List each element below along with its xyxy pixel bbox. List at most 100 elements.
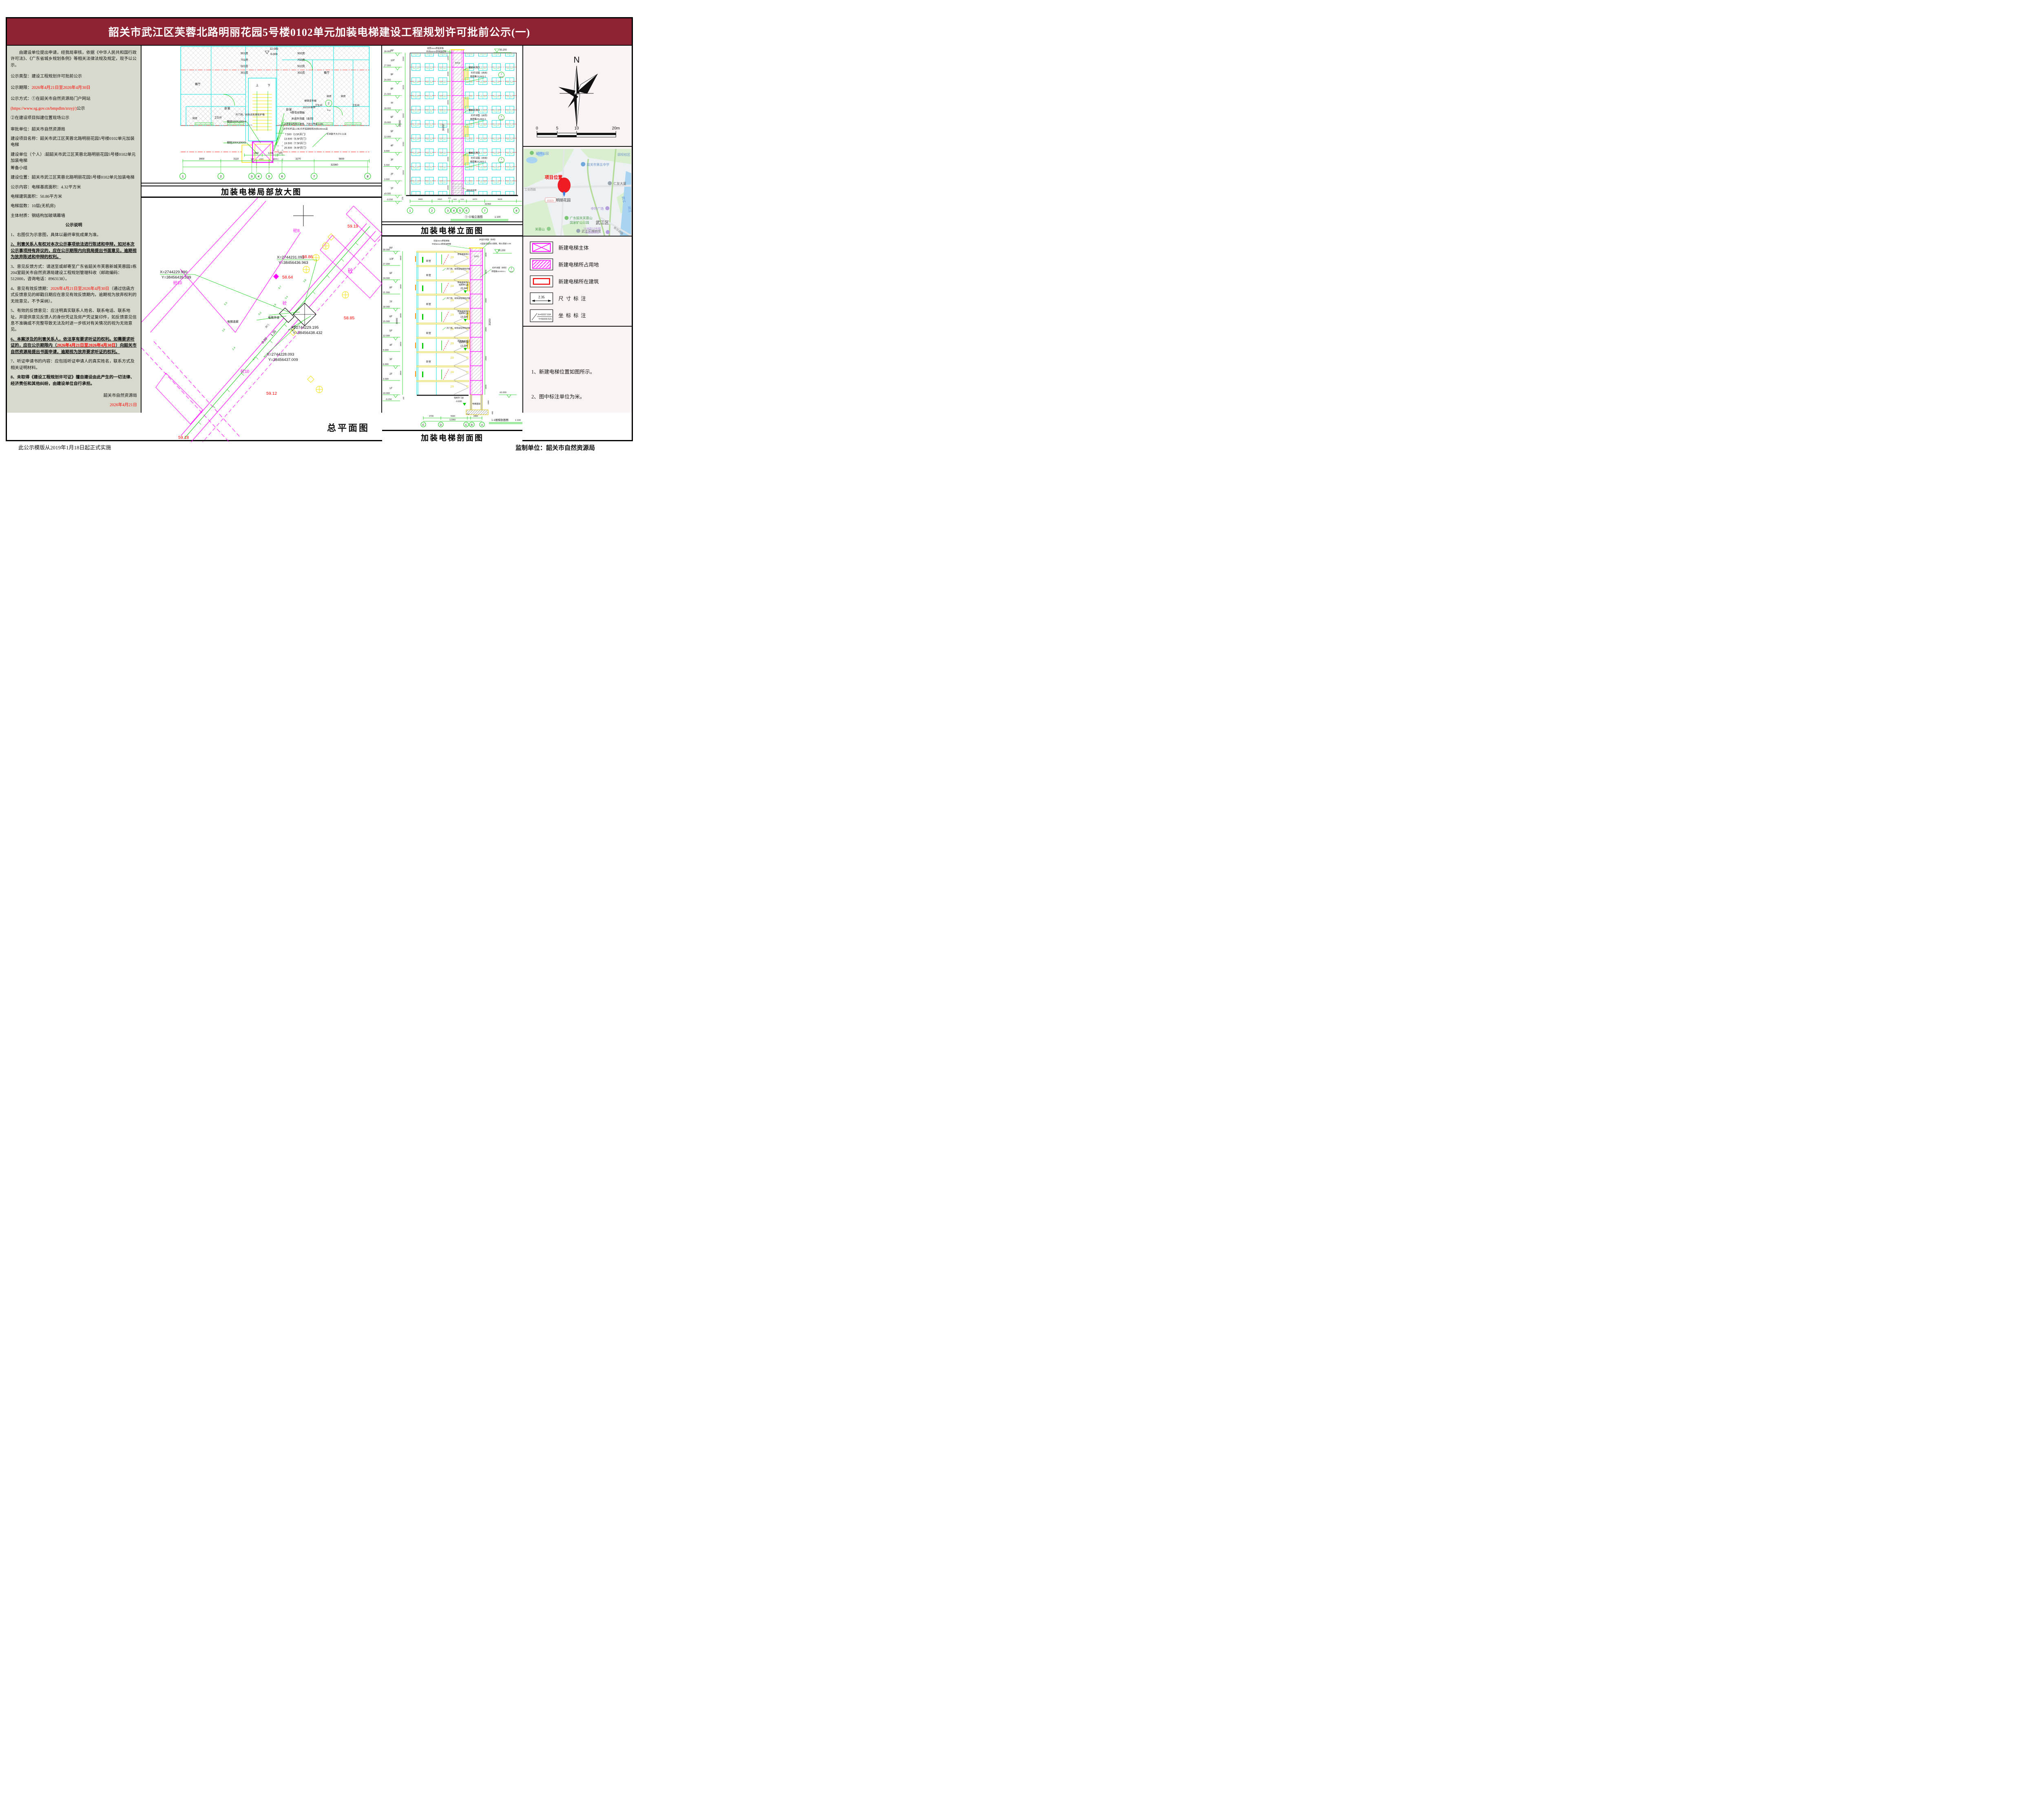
window-cuts	[422, 257, 423, 377]
dim-5-3: 5.3	[224, 302, 228, 306]
dim-3270: 3270	[296, 158, 301, 160]
dim-3000-e: 3000	[402, 170, 405, 175]
note4-label: 4、意见有效反馈期：	[11, 286, 51, 291]
site-survey-cross	[293, 205, 314, 226]
elev-24: 24.000	[384, 79, 391, 82]
legend-item-5: X=43337.034 Y=58209.521 坐标标注	[530, 309, 588, 322]
sign-date: 2026年4月21日	[110, 403, 137, 408]
sidebar-note-1: 1、新建电梯位置如图所示。	[531, 369, 595, 375]
legend-label-4: 尺寸标注	[558, 296, 588, 302]
roof-note2: 中间50mm厚保温岩棉	[426, 50, 446, 53]
s-floor-3f: 3F	[389, 358, 392, 361]
site-material-labels: 砼10 砼10 砼8 砼 砼	[173, 228, 353, 374]
floor-4f: 4F	[391, 145, 394, 147]
s-roof1: 双层3mm厚铝单板	[433, 239, 450, 242]
coord1-y: Y=38456436.963	[279, 261, 308, 265]
elev-3: 3.000	[384, 178, 390, 181]
elevation-left-dims: 3000 3000 3000 3000 3000 30000 150 1200 …	[399, 49, 450, 200]
elev-triangle	[265, 51, 270, 54]
door-label: 开门	[264, 323, 270, 329]
s-floor-1f: 1F	[389, 387, 392, 390]
coord3-x: X=2744229.195	[291, 325, 318, 330]
notice-method: 公示方式：①在韶关市自然资源局门户网站	[11, 97, 91, 102]
egrid-5: 5	[459, 210, 461, 212]
s-dl-label1: 电梯开门层	[459, 283, 469, 286]
dim-30200: 30200	[442, 124, 445, 131]
elevation-grid-bubbles: 1 2 3 4 5 6 7 8	[407, 207, 520, 214]
legend-label-5: 坐标标注	[558, 312, 588, 318]
location: 建设位置：韶关市武江区芙蓉北路明丽花园5号楼0102单元加装电梯	[11, 175, 135, 180]
machine-room-label: 无机房	[455, 62, 460, 64]
ground-line	[406, 195, 518, 196]
sgrid-d: D	[440, 424, 442, 427]
egrid-6: 6	[466, 210, 467, 212]
scale-bar: 0 5 10 20m	[536, 126, 620, 137]
s-dl-label2: 电梯开门层	[459, 312, 469, 315]
dim-3-5: 3.5	[222, 328, 226, 333]
kitchen-2: 厨房	[327, 95, 332, 98]
notice-url: (https://www.sg.gov.cn/bmpdlm/zrzyj/)	[11, 106, 77, 111]
rail-no-2: 1	[501, 115, 502, 118]
dim-2000-c: 2000	[447, 128, 449, 133]
s-zero-right: ±0.000	[500, 391, 506, 394]
coord2-x: X=2744229.990	[160, 270, 187, 274]
sdim-2000e: 2000	[485, 385, 487, 389]
elev-0: ±0.000	[384, 192, 391, 195]
floor-10f: 10F	[391, 60, 395, 62]
s-facade-note: 井道外饰面（余同）	[479, 238, 497, 241]
grid-7: 7	[313, 175, 315, 178]
edim-1300a: 1300	[453, 198, 457, 200]
dim-2000-b: 2000	[447, 100, 449, 104]
conc-right: 砼	[348, 268, 353, 274]
sdim-2400: 2400	[473, 415, 478, 418]
plan-dimensions: 1800 1200 100 3900 3110 500 1300 1300 32…	[182, 152, 369, 173]
s-elev-3: 3.000	[383, 378, 389, 380]
s-elev-15: 15.000	[383, 321, 390, 323]
s-elev-9: 9.000	[383, 349, 389, 352]
rail1-2: 栏杆详图（余同）	[471, 114, 489, 117]
label-building: 仁友大厦	[613, 181, 626, 186]
rail2-2: 参图集15J403-1	[470, 117, 486, 121]
open-note: 开门洞，拆除该处原有护墙	[235, 113, 264, 116]
mountain-icon	[546, 227, 551, 231]
right-sidebar: N 0 5 10 20m	[523, 46, 632, 413]
rail-id-2: D1S	[500, 119, 503, 120]
park-icon	[530, 150, 534, 155]
s-dl-label0: 电梯开门层	[454, 396, 464, 399]
map-water	[526, 151, 631, 236]
site-building-band	[141, 197, 383, 449]
s-dl-label3: 电梯开门层	[459, 341, 469, 344]
dim-3000-a: 3000	[402, 57, 405, 61]
column-note: 钢柱200X200X5	[227, 141, 246, 144]
section-subtitle: 1-1楼梯剖面图 1:100	[489, 418, 522, 424]
north-arrow-icon	[558, 66, 598, 127]
note-4: 4、意见有效反馈期：2026年4月21日至2026年4月30日（通过信函方式反馈…	[11, 286, 137, 305]
s-glass-note: A型复合型防火玻璃，耐火等级 3.0h	[480, 242, 511, 245]
dim-sample: 2.35	[538, 296, 545, 299]
section-grid-bubbles: E D C B A	[420, 422, 485, 427]
section-building	[415, 251, 469, 395]
s-rail1: 栏杆详图（余同）	[492, 266, 508, 269]
s-floor-8f: 8F	[389, 287, 392, 289]
elevation-floor-marks: RF 10F 9F 8F 7F 6F 5F 4F 3F 2F 1F 30.000…	[383, 50, 402, 204]
elevation-subtitle: ①-⑧轴立面图 1:100	[451, 215, 509, 221]
sdim-1800: 1800	[485, 252, 487, 257]
note6-date: 2026年4月21日至2026年4月30日	[57, 343, 116, 348]
floor-5f: 5F	[391, 130, 394, 133]
sidebar-note-2: 2、图中标注单位为米。	[531, 394, 585, 400]
room-501: 501房	[241, 64, 248, 68]
top-elev: 30.200	[499, 49, 507, 51]
s-hole-4: 原有楼梯洞口	[458, 340, 469, 343]
joint-axis: ⑤-8	[327, 109, 331, 112]
dim-3000-b: 3000	[402, 85, 405, 89]
note-3: 3、意见反馈方式：请送至或邮寄至广东省韶关市芙蓉新城芙蓉园1栋204室韶关市自然…	[11, 264, 137, 282]
legend-item-2: 新建电梯所占用地	[530, 258, 599, 270]
site-elevator-footprint	[279, 303, 316, 326]
builder2: 筹备小组	[11, 166, 28, 170]
foundation-label: 电梯基础	[472, 402, 480, 405]
rail-note2: 杆间距不大于0.11米	[327, 133, 347, 136]
elev-6: 6.000	[384, 164, 390, 167]
dim-0-2: 0.2	[258, 312, 262, 316]
edim-500: 500	[448, 197, 451, 199]
site-leaders	[160, 259, 317, 357]
